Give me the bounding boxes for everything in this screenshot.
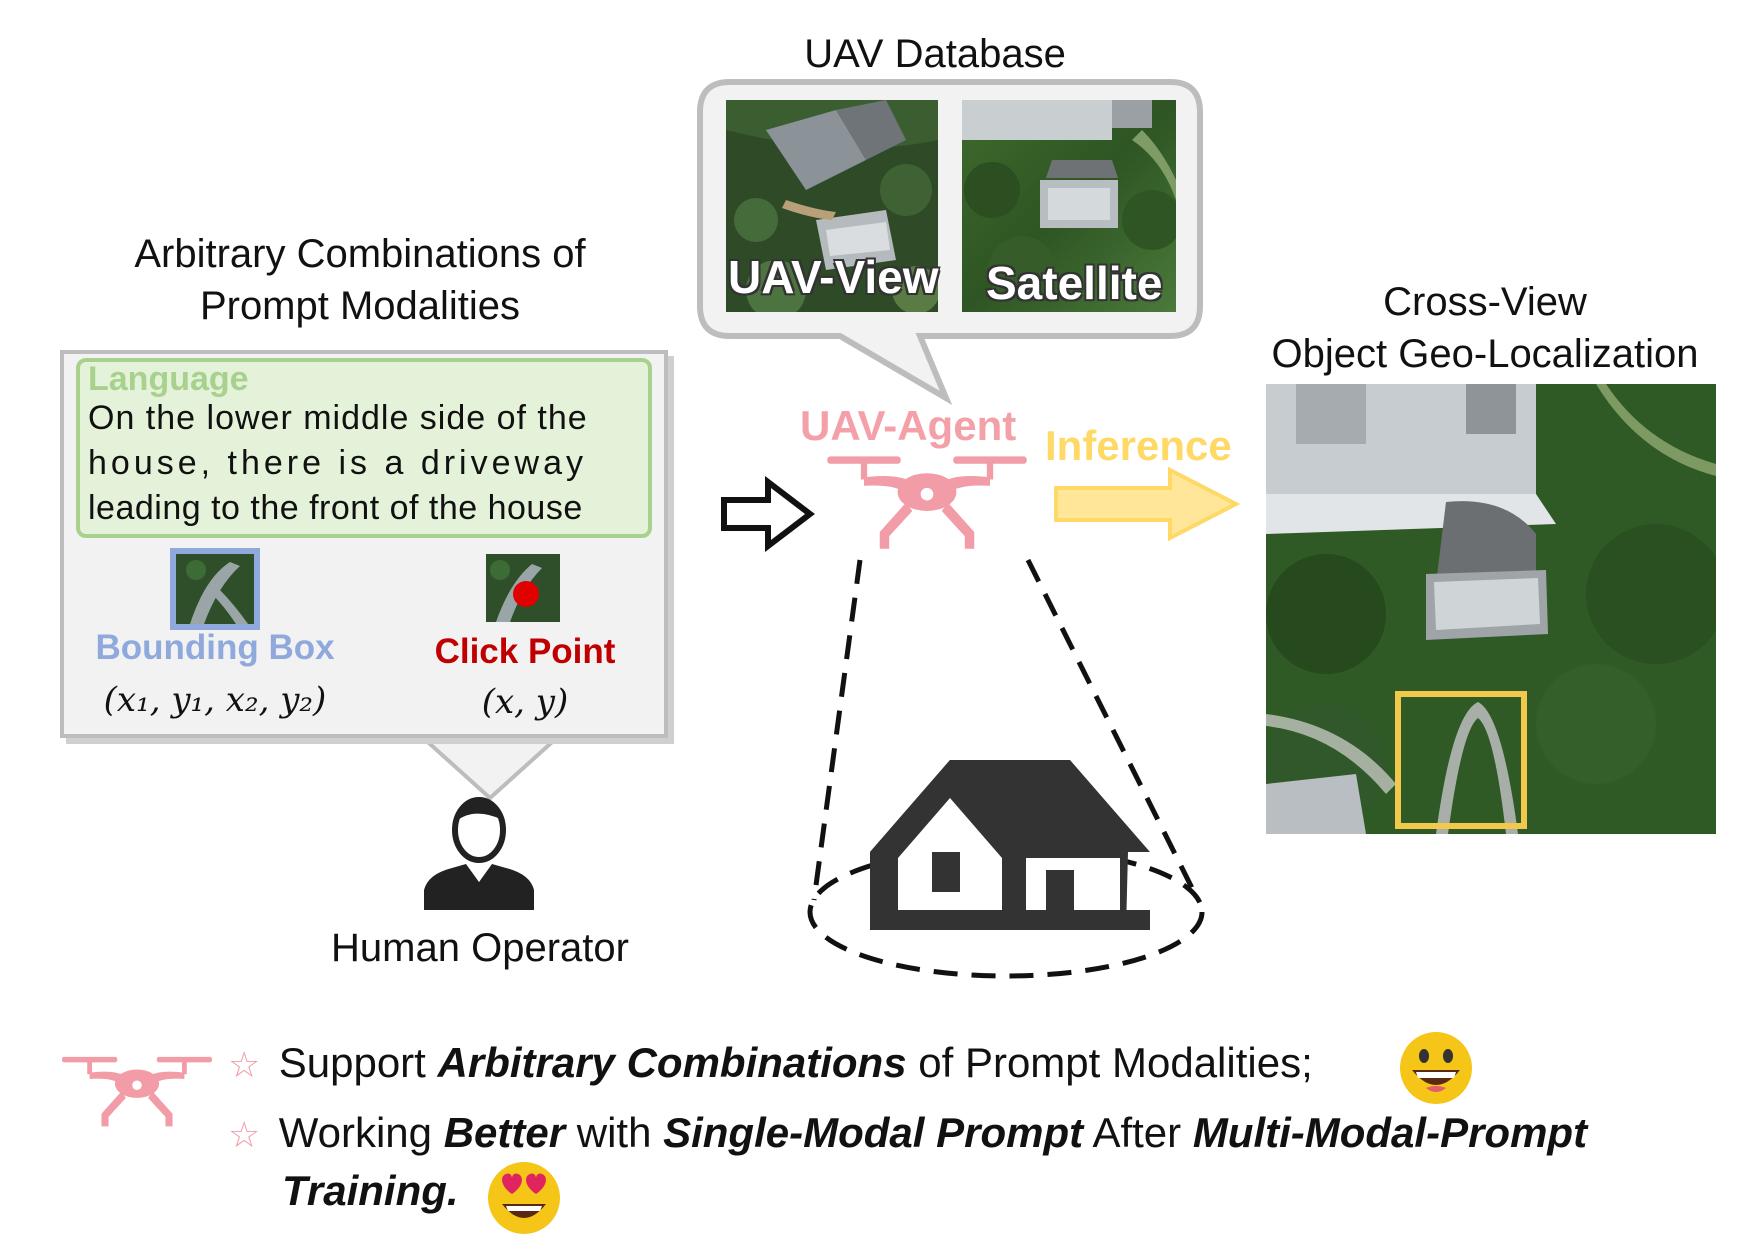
uav-agent-drone-icon bbox=[822, 448, 1032, 553]
human-operator-label: Human Operator bbox=[331, 926, 629, 970]
click-point-thumbnail bbox=[486, 554, 560, 622]
satellite-result-image bbox=[1266, 384, 1716, 834]
click-point-coords: (x, y) bbox=[481, 682, 569, 722]
result-title: Cross-View Object Geo-Localization bbox=[1240, 276, 1730, 380]
uav-agent-label: UAV-Agent bbox=[800, 402, 1017, 449]
language-title: Language bbox=[88, 360, 249, 398]
feature-drone-icon bbox=[58, 1050, 216, 1130]
language-text: On the lower middle side of the house, t… bbox=[88, 396, 648, 531]
feature-2-bold-better: Better bbox=[443, 1109, 566, 1156]
prompt-title-line2: Prompt Modalities bbox=[199, 284, 521, 328]
feature-line-1: ☆ Support Arbitrary Combinations of Prom… bbox=[228, 1034, 1313, 1092]
satellite-image bbox=[962, 100, 1176, 312]
star-icon: ☆ bbox=[228, 1044, 261, 1085]
language-line-3: leading to the front of the house bbox=[88, 489, 583, 527]
feature-2-bold-multi: Multi-Modal-Prompt bbox=[1192, 1109, 1588, 1156]
bounding-box-thumbnail bbox=[170, 548, 260, 630]
feature-2-mid1: with bbox=[565, 1109, 664, 1156]
language-line-1: On the lower middle side of the bbox=[88, 399, 588, 437]
result-title-line1: Cross-View bbox=[1383, 280, 1587, 324]
prompt-title-line1: Arbitrary Combinations of bbox=[134, 232, 586, 276]
language-line-2: house, there is a driveway bbox=[88, 444, 587, 482]
heart-eyes-face-icon bbox=[488, 1162, 560, 1234]
star-icon: ☆ bbox=[228, 1114, 261, 1155]
feature-2-mid2: After bbox=[1083, 1109, 1193, 1156]
feature-1-prefix: Support bbox=[278, 1039, 438, 1086]
click-point-marker bbox=[513, 581, 539, 607]
feature-3-bold: Training. bbox=[282, 1167, 459, 1214]
language-prompt-box bbox=[76, 358, 652, 538]
database-title: UAV Database bbox=[804, 32, 1066, 76]
feature-line-3: Training. bbox=[282, 1162, 459, 1220]
uav-view-image bbox=[726, 100, 938, 312]
feature-2-bold-single: Single-Modal Prompt bbox=[663, 1109, 1084, 1156]
click-point-label: Click Point bbox=[434, 632, 616, 671]
inference-label: Inference bbox=[1045, 422, 1232, 469]
feature-2-prefix: Working bbox=[278, 1109, 444, 1156]
bounding-box-coords: (x₁, y₁, x₂, y₂) bbox=[103, 680, 327, 720]
predicted-location-box bbox=[1395, 691, 1527, 829]
prompt-section-title: Arbitrary Combinations of Prompt Modalit… bbox=[60, 228, 660, 332]
bounding-box-label: Bounding Box bbox=[95, 628, 335, 667]
feature-1-bold: Arbitrary Combinations bbox=[437, 1039, 907, 1086]
satellite-label: Satellite bbox=[986, 257, 1163, 309]
inference-arrow-icon bbox=[1054, 466, 1241, 542]
input-arrow-icon bbox=[721, 476, 815, 552]
feature-line-2: ☆ Working Better with Single-Modal Promp… bbox=[228, 1104, 1587, 1162]
human-operator-icon bbox=[424, 797, 534, 910]
house-icon bbox=[870, 760, 1150, 930]
uav-view-label: UAV-View bbox=[728, 251, 939, 303]
feature-1-suffix: of Prompt Modalities; bbox=[906, 1039, 1313, 1086]
result-title-line2: Object Geo-Localization bbox=[1271, 332, 1699, 376]
grinning-face-icon bbox=[1400, 1032, 1472, 1104]
